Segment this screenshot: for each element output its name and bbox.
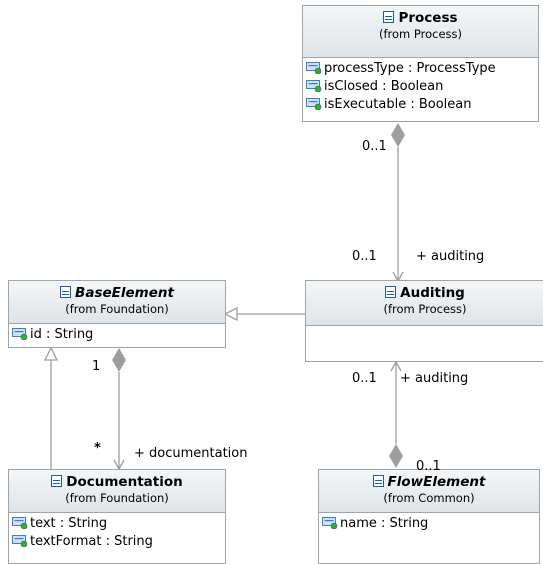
auditing-role-bottom: + auditing — [400, 371, 469, 386]
auditing-class[interactable]: Auditing (from Process) — [305, 280, 543, 362]
flowelement-name-text: FlowElement — [387, 474, 486, 490]
documentation-generalization-arrow — [43, 346, 59, 361]
baseelement-generalization-arrow — [223, 306, 238, 322]
baseelement-class-name: BaseElement — [9, 284, 225, 302]
flowelement-class-name: FlowElement — [319, 473, 539, 491]
public-attribute-icon — [306, 62, 322, 74]
auditing-package: (from Process) — [383, 302, 467, 316]
process-attributes: processType : ProcessType isClosed : Boo… — [303, 58, 538, 114]
documentation-package: (from Foundation) — [65, 491, 169, 505]
documentation-class-header: Documentation (from Foundation) — [9, 470, 225, 513]
baseelement-package: (from Foundation) — [65, 302, 169, 316]
public-attribute-icon — [12, 328, 28, 340]
auditing-role-top: + auditing — [416, 249, 485, 264]
process-name-text: Process — [398, 10, 458, 26]
process-class-name: Process — [303, 9, 538, 27]
public-attribute-icon — [306, 98, 322, 110]
baseelement-name-text: BaseElement — [75, 285, 174, 301]
auditing-arrowhead-bottom — [390, 360, 402, 372]
flowelement-attributes: name : String — [319, 513, 539, 533]
baseelement-source-multiplicity: 1 — [92, 359, 101, 374]
auditing-target-multiplicity-bottom: 0..1 — [352, 371, 377, 386]
attribute-row[interactable]: textFormat : String — [12, 533, 225, 551]
attribute-text: isClosed : Boolean — [324, 79, 444, 94]
class-icon — [51, 475, 63, 487]
public-attribute-icon — [12, 517, 28, 529]
attribute-row[interactable]: id : String — [12, 326, 225, 344]
auditing-class-header: Auditing (from Process) — [306, 281, 543, 326]
attribute-text: isExecutable : Boolean — [324, 97, 472, 112]
attribute-text: processType : ProcessType — [324, 61, 496, 76]
flowelement-package: (from Common) — [383, 491, 475, 505]
attribute-text: name : String — [340, 516, 429, 531]
attribute-row[interactable]: name : String — [322, 515, 539, 533]
documentation-role: + documentation — [134, 446, 248, 461]
attribute-row[interactable]: processType : ProcessType — [306, 60, 538, 78]
process-composition-diamond — [391, 123, 405, 147]
auditing-name-text: Auditing — [400, 285, 465, 301]
documentation-target-multiplicity: * — [94, 441, 101, 456]
attribute-row[interactable]: isClosed : Boolean — [306, 78, 538, 96]
baseelement-composition-diamond — [112, 348, 126, 372]
process-class[interactable]: Process (from Process) processType : Pro… — [302, 5, 539, 122]
public-attribute-icon — [322, 517, 338, 529]
attribute-row[interactable]: isExecutable : Boolean — [306, 96, 538, 114]
public-attribute-icon — [12, 535, 28, 547]
documentation-class[interactable]: Documentation (from Foundation) text : S… — [8, 469, 226, 564]
documentation-class-name: Documentation — [9, 473, 225, 491]
class-icon — [383, 11, 395, 23]
class-icon — [385, 286, 397, 298]
attribute-row[interactable]: text : String — [12, 515, 225, 533]
baseelement-class-header: BaseElement (from Foundation) — [9, 281, 225, 324]
process-class-header: Process (from Process) — [303, 6, 538, 58]
flowelement-composition-diamond — [389, 444, 403, 468]
process-package: (from Process) — [378, 27, 462, 41]
attribute-text: id : String — [30, 327, 94, 342]
public-attribute-icon — [306, 80, 322, 92]
flowelement-class[interactable]: FlowElement (from Common) name : String — [318, 469, 540, 564]
attribute-text: textFormat : String — [30, 534, 153, 549]
class-icon — [372, 475, 384, 487]
auditing-target-multiplicity-top: 0..1 — [352, 249, 377, 264]
class-icon — [60, 286, 72, 298]
baseelement-class[interactable]: BaseElement (from Foundation) id : Strin… — [8, 280, 226, 348]
flowelement-source-multiplicity: 0..1 — [416, 459, 441, 474]
documentation-name-text: Documentation — [66, 474, 183, 490]
baseelement-attributes: id : String — [9, 324, 225, 344]
attribute-text: text : String — [30, 516, 108, 531]
auditing-class-name: Auditing — [306, 284, 543, 302]
process-source-multiplicity: 0..1 — [362, 139, 387, 154]
documentation-attributes: text : String textFormat : String — [9, 513, 225, 551]
flowelement-class-header: FlowElement (from Common) — [319, 470, 539, 513]
